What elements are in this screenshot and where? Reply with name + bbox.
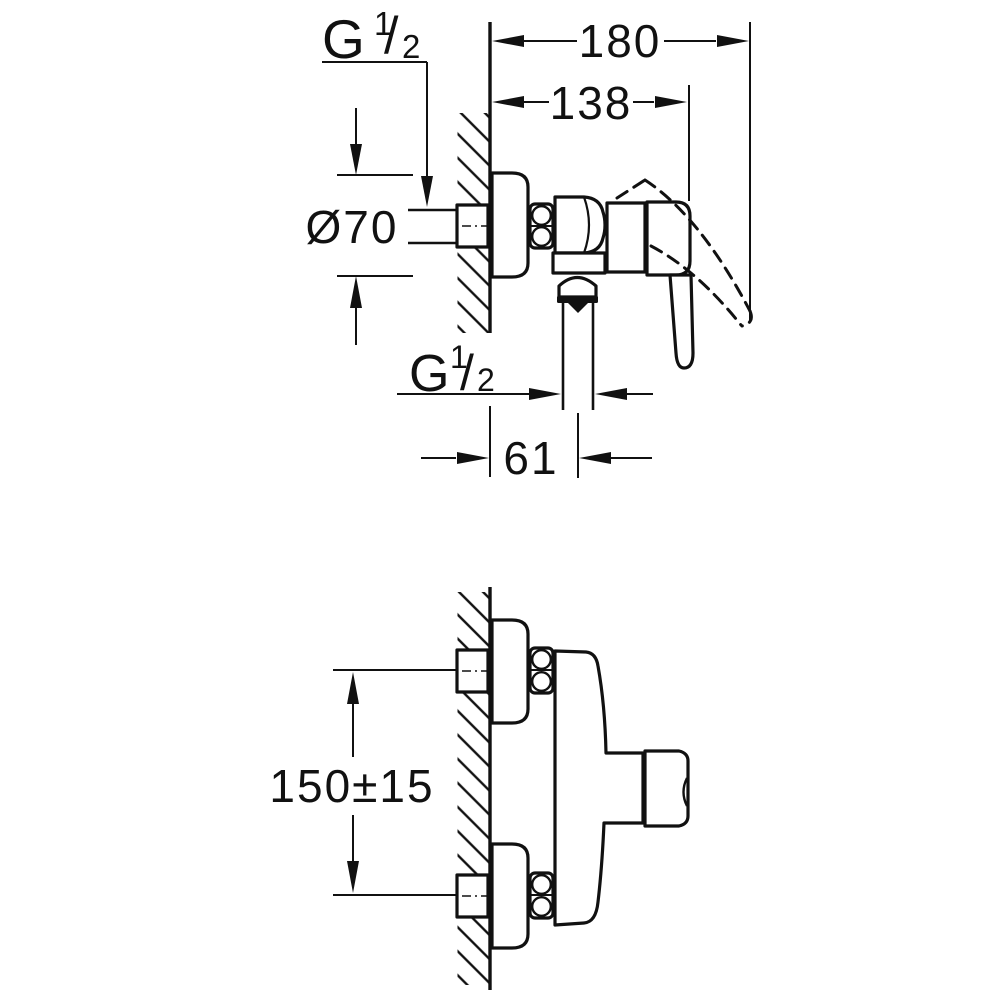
dimension-150-label: 150±15 (269, 760, 434, 812)
outlet-nozzle (643, 749, 690, 828)
outlet-opening-arc (682, 777, 689, 807)
dimension-180: 180 (492, 15, 751, 321)
bottom-view: 150±15 (269, 587, 690, 990)
mixer-body-dome-contour (582, 196, 591, 254)
escutcheon-side (490, 171, 530, 279)
thread-inlet-numerator: 1 (374, 5, 392, 42)
thread-inlet-denominator: 2 (402, 28, 420, 65)
dimension-61-label: 61 (503, 432, 558, 484)
dimension-138-label: 138 (550, 77, 633, 129)
dimension-escutcheon-diameter: Ø70 (306, 108, 413, 345)
dimension-150: 150±15 (269, 672, 434, 893)
upper-escutcheon (490, 618, 530, 725)
thread-outlet-denominator: 2 (477, 362, 495, 398)
mixer-body-bottom-view (553, 649, 645, 927)
thread-label-inlet: G 1 / 2 (322, 5, 433, 207)
mixer-body-dome (553, 195, 607, 255)
lower-escutcheon (490, 842, 530, 950)
thread-inlet-g: G (322, 8, 365, 70)
union-nut-side (528, 202, 555, 250)
thread-outlet-numerator: 1 (450, 339, 468, 375)
dimension-61: 61 (421, 406, 652, 484)
dimension-180-label: 180 (579, 15, 662, 67)
thread-outlet-g: G (409, 345, 449, 403)
mixer-body-base-band (551, 251, 607, 275)
lower-connection (333, 842, 555, 950)
outlet-cone (568, 303, 588, 313)
thread-outlet-slash: / (460, 345, 474, 401)
thread-label-outlet: G 1 / 2 (397, 339, 653, 403)
handle-lever-closed (668, 273, 695, 370)
side-elevation-view: 180 138 Ø70 G 1 / (306, 5, 753, 484)
cartridge-housing (605, 201, 647, 274)
thread-inlet-slash: / (384, 7, 399, 65)
upper-connection (333, 618, 555, 725)
outlet-nut-band (557, 296, 598, 303)
dimension-diameter-label: Ø70 (306, 201, 399, 253)
dimension-138: 138 (492, 77, 690, 201)
outlet-dome (557, 275, 598, 299)
